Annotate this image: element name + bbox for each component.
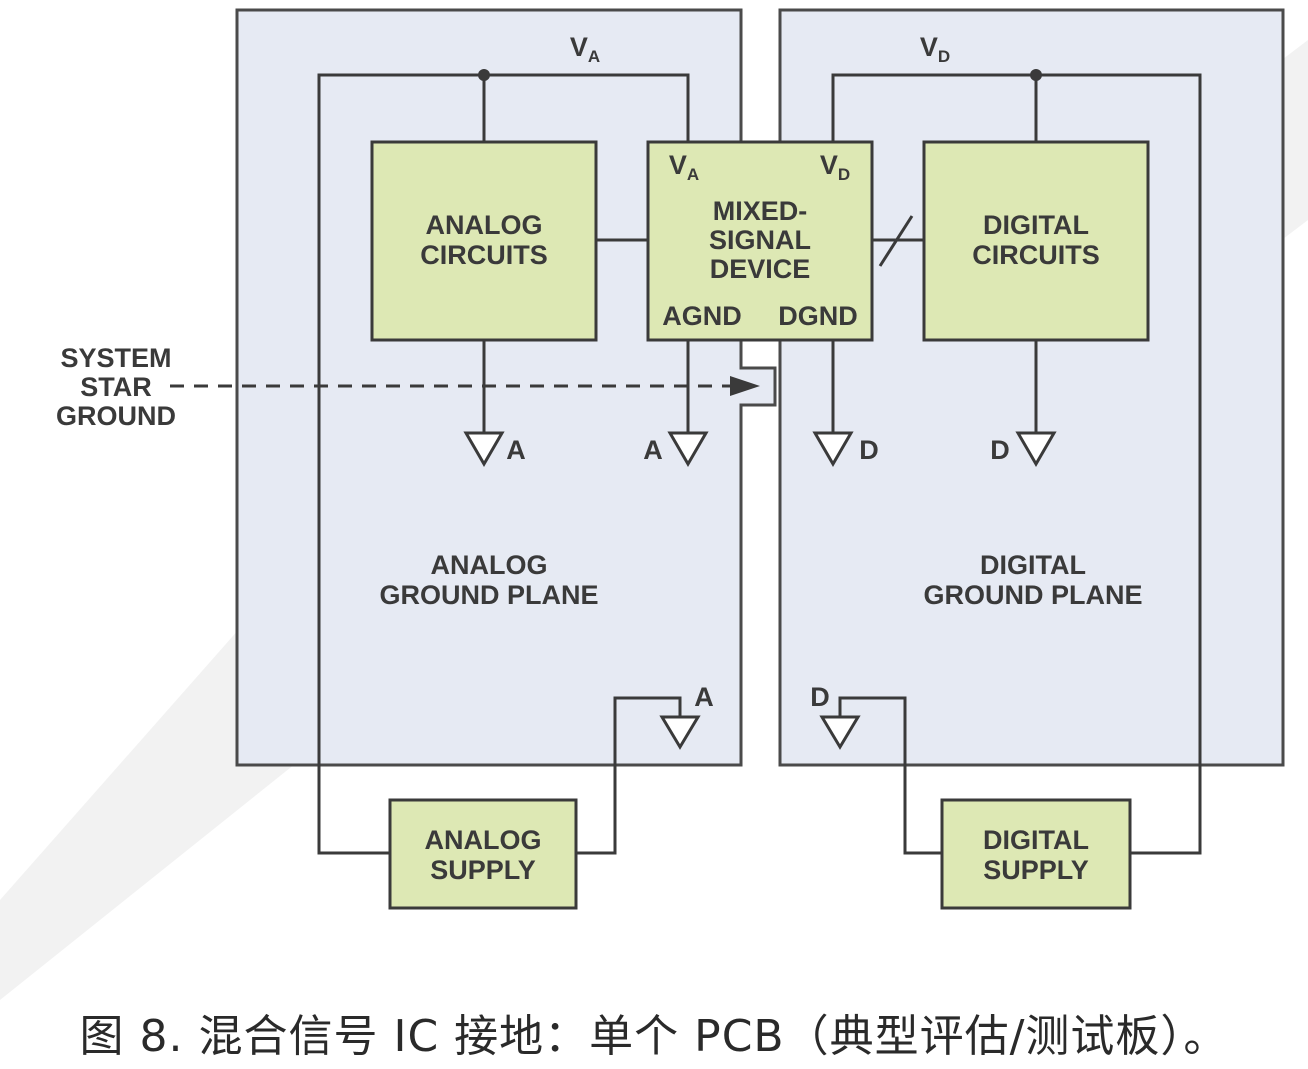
digital-supply-wire (831, 73, 1202, 855)
star-ground-label-1: SYSTEM (60, 343, 171, 373)
digital-circuits-label-2: CIRCUITS (972, 240, 1100, 270)
star-ground-label-3: GROUND (56, 401, 176, 431)
ground-symbol-icon (1015, 431, 1057, 467)
supply-ground-d-label: D (810, 682, 830, 712)
mixed-signal-label-2: SIGNAL (709, 225, 811, 255)
ground-symbol-icon (667, 431, 709, 467)
digital-ground-plane (778, 8, 1285, 767)
va-supply-label: VA (570, 32, 600, 66)
mixed-signal-label-1: MIXED- (713, 196, 808, 226)
ground-symbol-icon (463, 431, 505, 467)
bus-slash (878, 215, 914, 267)
ground-symbol-icon (812, 431, 854, 467)
analog-plane-label-1: ANALOG (431, 550, 548, 580)
ground-a-label: A (643, 435, 663, 465)
pin-va-label: VA (669, 150, 699, 184)
digital-circuits-label-1: DIGITAL (983, 210, 1089, 240)
star-ground-label-2: STAR (80, 372, 152, 402)
analog-plane-label-2: GROUND PLANE (379, 580, 598, 610)
ground-d-label: D (990, 435, 1010, 465)
pin-vd-label: VD (820, 150, 850, 184)
ground-symbol-icon (659, 715, 701, 750)
ground-a-label: A (506, 435, 526, 465)
analog-supply-label-2: SUPPLY (430, 855, 536, 885)
grounding-diagram: VA VD ANALOG CIRCUITS DIGITAL CIRCUITS V… (0, 8, 1308, 1000)
analog-supply-label-1: ANALOG (425, 825, 542, 855)
watermark-stripe (0, 560, 300, 1000)
analog-supply-return-wire (576, 696, 682, 855)
digital-plane-label-2: GROUND PLANE (923, 580, 1142, 610)
digital-supply-label-2: SUPPLY (983, 855, 1089, 885)
analog-circuits-label-2: CIRCUITS (420, 240, 548, 270)
vd-junction-dot (1030, 69, 1042, 81)
digital-plane-label-1: DIGITAL (980, 550, 1086, 580)
digital-supply-block (940, 798, 1132, 910)
mixed-signal-label-3: DEVICE (710, 254, 811, 284)
ground-symbol-icon (819, 715, 861, 750)
arrowhead-icon (730, 376, 760, 396)
analog-circuits-label-1: ANALOG (426, 210, 543, 240)
pin-dgnd-label: DGND (778, 301, 858, 331)
digital-supply-label-1: DIGITAL (983, 825, 1089, 855)
ground-d-label: D (859, 435, 879, 465)
va-junction-dot (478, 69, 490, 81)
analog-circuits-block (370, 140, 598, 342)
digital-supply-return-wire (838, 696, 942, 855)
figure-caption: 图 8. 混合信号 IC 接地：单个 PCB（典型评估/测试板）。 (79, 1011, 1229, 1062)
mixed-signal-device-block (646, 140, 874, 342)
analog-supply-block (388, 798, 578, 910)
analog-supply-wire (317, 73, 690, 855)
supply-ground-a-label: A (694, 682, 714, 712)
pin-agnd-label: AGND (662, 301, 742, 331)
vd-supply-label: VD (920, 32, 950, 66)
